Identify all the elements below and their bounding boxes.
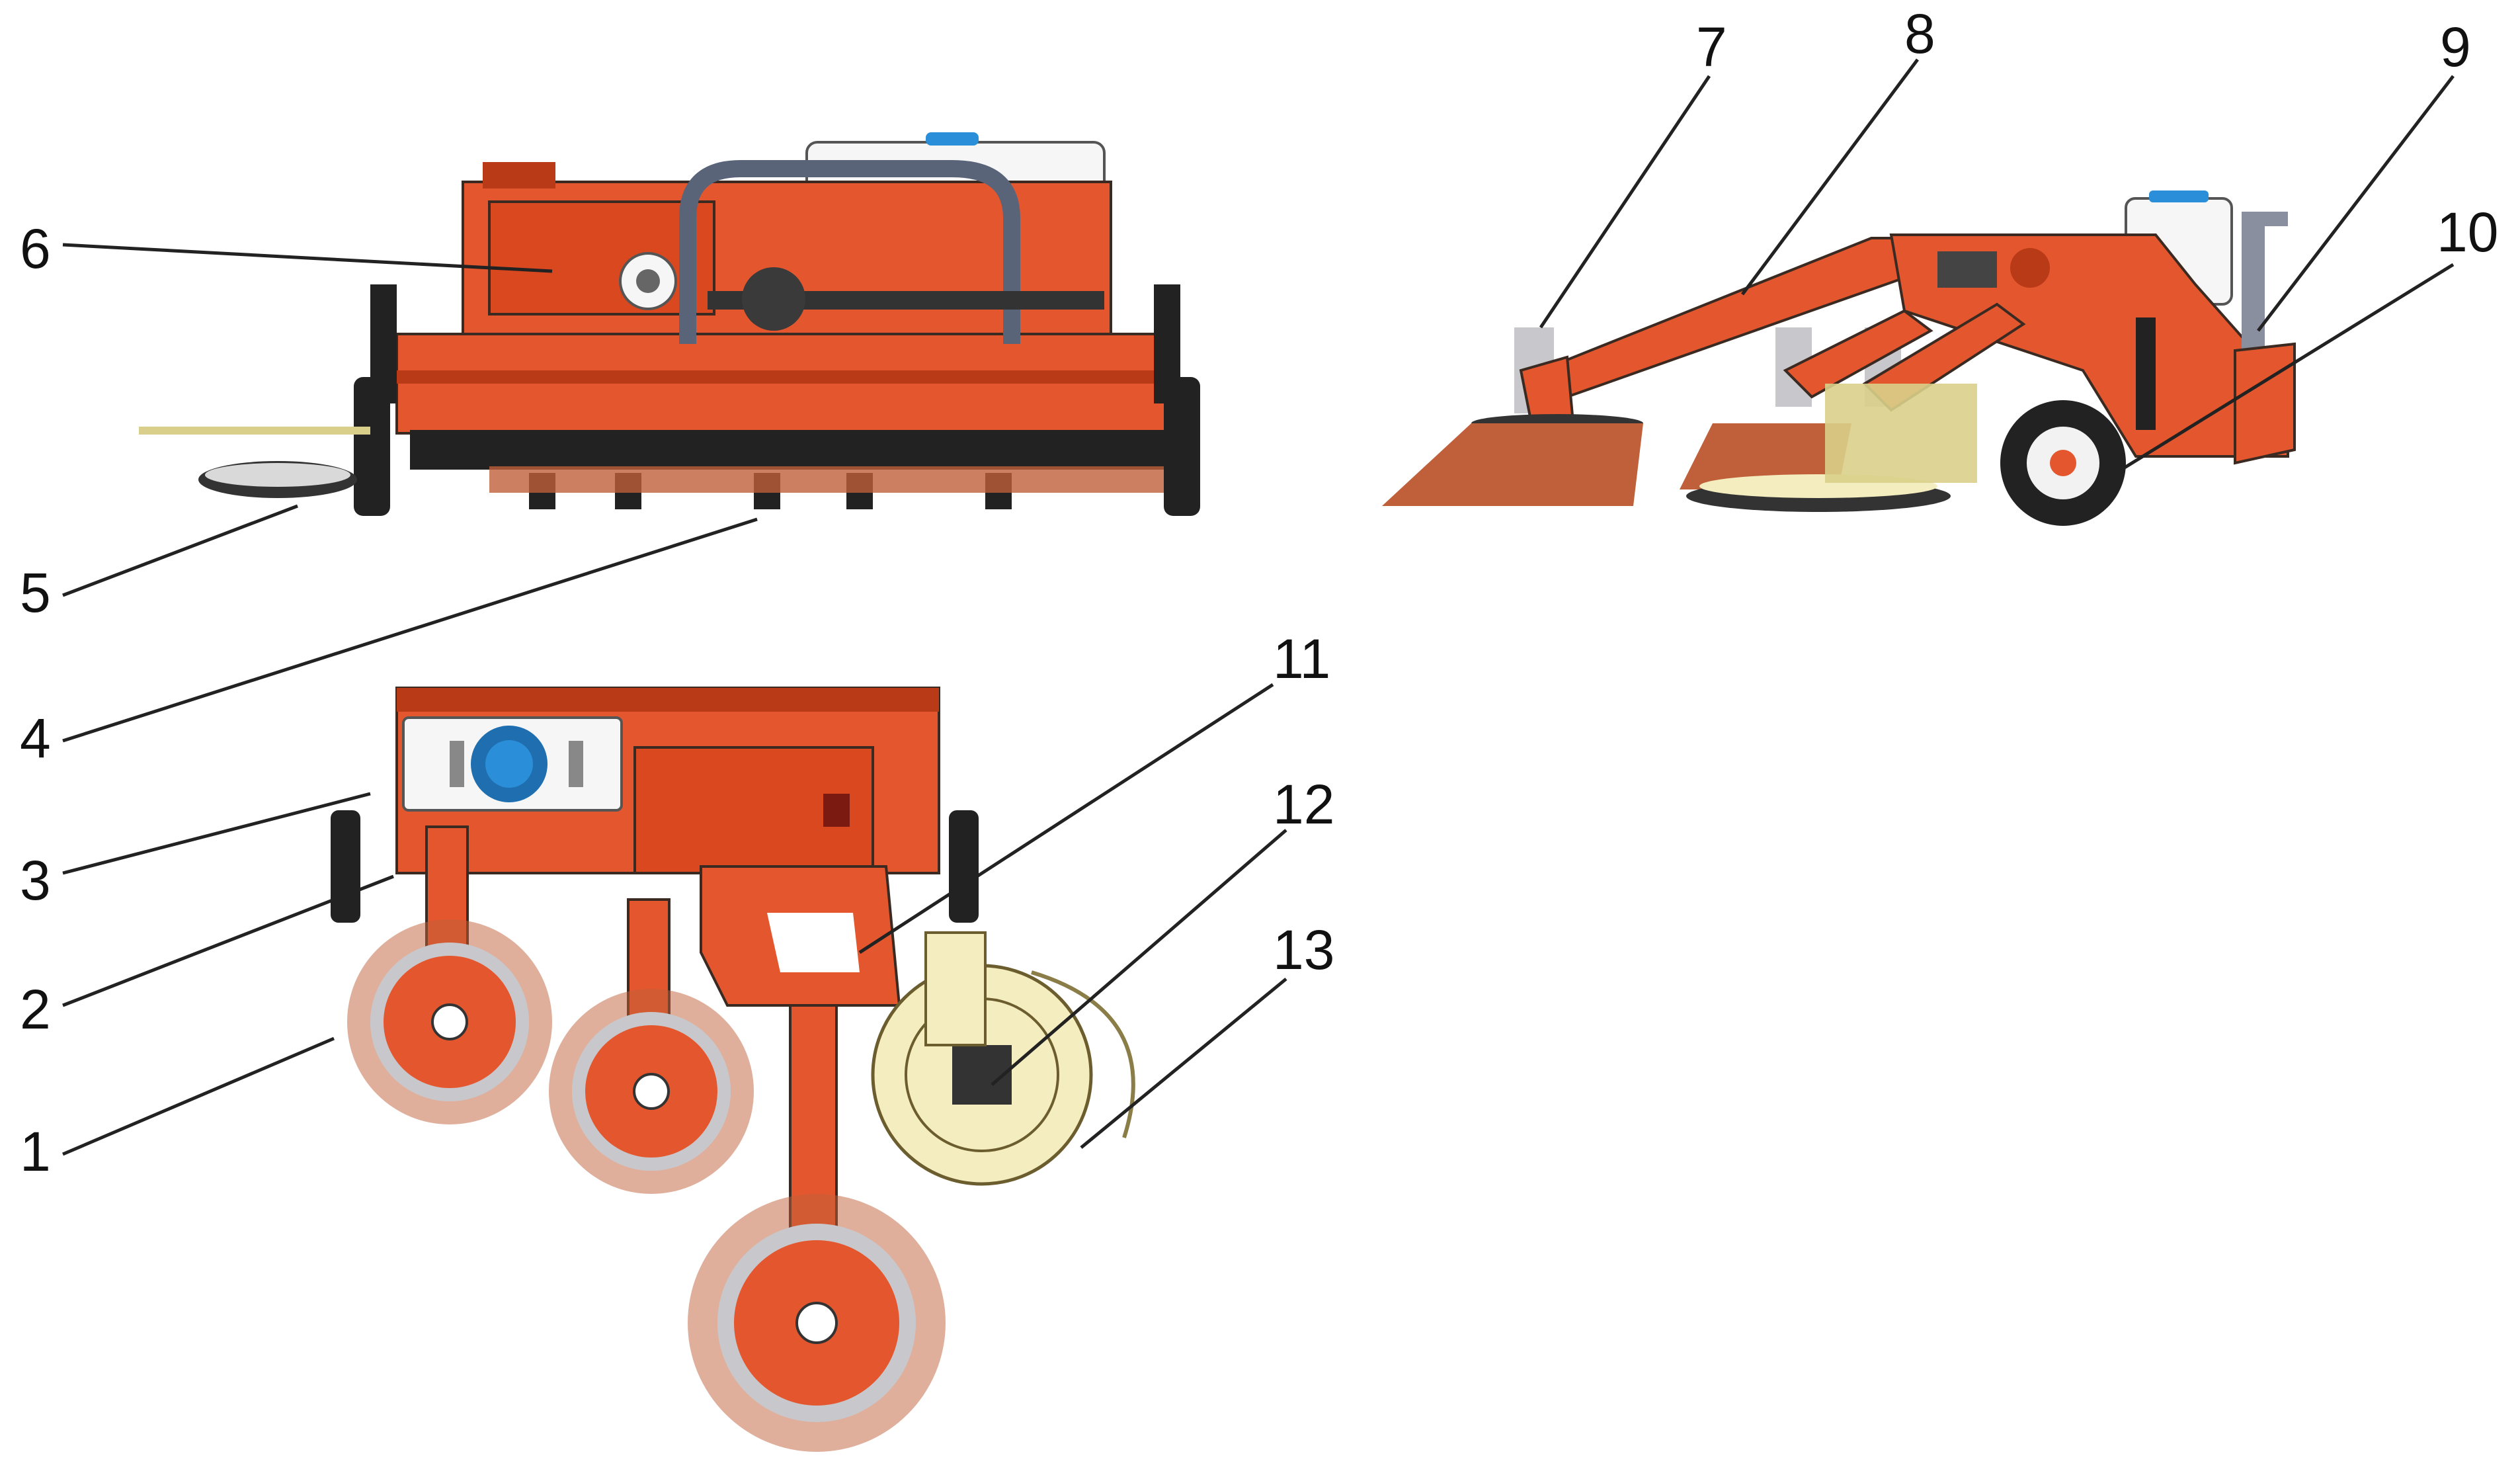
callout-4: 4: [20, 707, 51, 769]
callout-9: 9: [2440, 16, 2471, 78]
callout-11: 11: [1273, 628, 1330, 690]
side-view-sweeper: [1382, 190, 2296, 526]
top-view-sweeper: [331, 687, 1135, 1452]
leader-lines: [62, 58, 2455, 1156]
callout-1: 1: [20, 1120, 51, 1183]
callout-5: 5: [20, 562, 51, 624]
callout-13: 13: [1273, 919, 1334, 981]
callout-8: 8: [1904, 3, 1935, 65]
callout-12: 12: [1273, 773, 1334, 835]
callout-2: 2: [20, 978, 51, 1040]
callout-6: 6: [20, 218, 51, 280]
callout-7: 7: [1696, 16, 1727, 78]
callout-10: 10: [2437, 201, 2498, 263]
callout-3: 3: [20, 849, 51, 911]
callout-labels: 1 2 3 4 5 6 7 8 9 10 11 12 13: [20, 3, 2498, 1183]
front-view-sweeper: [139, 132, 1200, 516]
